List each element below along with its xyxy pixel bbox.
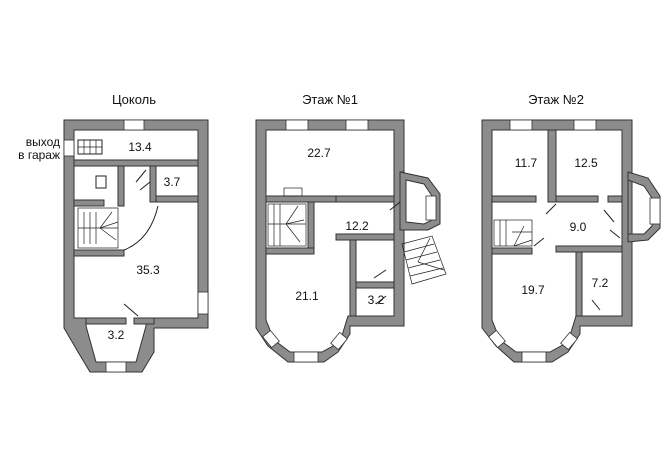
plan-floor-1 — [255, 119, 447, 363]
floor1-inner-stair — [267, 187, 307, 247]
basement-stair — [77, 205, 159, 251]
basement-wall-5 — [73, 199, 105, 207]
floor1-wall-5 — [335, 233, 395, 241]
room-area: 35.3 — [136, 263, 160, 277]
floor2-wall-4 — [607, 195, 623, 203]
plan-basement — [63, 119, 209, 373]
floor2-stair — [493, 219, 533, 247]
floor2-wall-2 — [491, 195, 537, 203]
basement-window-right — [197, 291, 209, 315]
room-area: 3.2 — [367, 293, 385, 307]
floor2-wall-6 — [555, 245, 623, 253]
floor1-wall-6 — [349, 239, 357, 317]
room-area: 12.5 — [574, 156, 598, 170]
garage-exit-line-1: выход — [25, 135, 60, 149]
floor1-wall-2 — [335, 195, 395, 203]
floor1-wall-7 — [355, 281, 395, 289]
basement-fixture-box — [95, 175, 107, 189]
floor1-window-bottom — [293, 351, 319, 363]
floor1-outer-stair — [401, 235, 447, 285]
room-area: 3.2 — [107, 328, 125, 342]
floor2-bay — [627, 171, 661, 243]
floor2-window-top-2 — [573, 119, 597, 131]
basement-wall-8 — [133, 317, 155, 325]
basement-outer-wall — [63, 119, 209, 373]
room-area: 21.1 — [295, 289, 319, 303]
room-area: 13.4 — [128, 140, 152, 154]
basement-wall-1 — [73, 159, 199, 167]
floor2-wall-5 — [491, 247, 533, 255]
floor2-window-top-1 — [509, 119, 533, 131]
floor2-wall-3 — [555, 195, 599, 203]
plan-title-floor-1: Этаж №1 — [302, 92, 358, 107]
plan-title-basement: Цоколь — [112, 92, 156, 107]
floor1-wall-1 — [265, 195, 339, 203]
room-area: 3.7 — [163, 175, 181, 189]
basement-wall-6 — [73, 249, 125, 257]
room-area: 11.7 — [514, 156, 538, 170]
garage-exit-label: выход в гараж — [12, 136, 60, 162]
room-area: 7.2 — [591, 276, 609, 290]
basement-window-bottom — [105, 361, 127, 373]
plan-title-floor-2: Этаж №2 — [528, 92, 584, 107]
basement-garage-door — [63, 139, 75, 157]
basement-wall-7 — [85, 317, 127, 325]
room-area: 12.2 — [345, 219, 369, 233]
floor1-wall-3 — [307, 201, 315, 255]
basement-wall-4 — [155, 195, 199, 203]
basement-wall-2 — [117, 165, 125, 207]
room-area: 19.7 — [521, 283, 545, 297]
room-area: 9.0 — [569, 220, 587, 234]
floor1-wall-4 — [265, 247, 315, 255]
plan-floor-2 — [481, 119, 661, 363]
floor2-wall-1 — [547, 129, 557, 203]
room-area: 22.7 — [307, 146, 331, 160]
floor1-window-top-2 — [345, 119, 369, 131]
floor2-wall-7 — [575, 251, 583, 317]
basement-wall-3 — [149, 165, 157, 203]
garage-exit-line-2: в гараж — [18, 148, 60, 162]
basement-window-top — [123, 119, 145, 131]
floor2-window-bottom — [521, 351, 547, 363]
floor1-window-top-1 — [285, 119, 309, 131]
floor2-outer-wall — [481, 119, 633, 363]
